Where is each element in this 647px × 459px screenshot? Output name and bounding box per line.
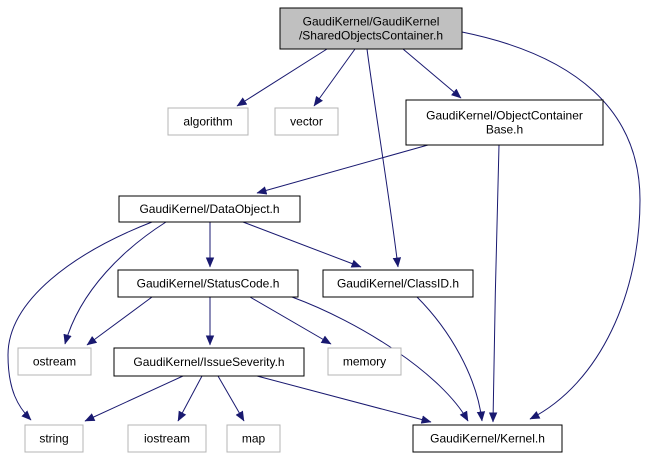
node-box: [327, 347, 402, 376]
edge-issueseverity-iostream: [177, 375, 203, 422]
node-label: memory: [343, 355, 386, 369]
node-dataobject[interactable]: GaudiKernel/DataObject.h: [118, 195, 301, 223]
node-box[interactable]: [412, 424, 563, 453]
node-issueseverity[interactable]: GaudiKernel/IssueSeverity.h: [113, 347, 305, 377]
node-label: map: [242, 432, 266, 446]
edges-layer: [7, 31, 641, 424]
edge-main-algorithm: [236, 48, 328, 107]
node-box[interactable]: [117, 269, 299, 298]
node-label: ostream: [33, 355, 76, 369]
node-label: Base.h: [486, 123, 523, 137]
node-classid[interactable]: GaudiKernel/ClassID.h: [322, 269, 474, 298]
node-label: string: [39, 432, 68, 446]
edge-statuscode-memory: [249, 296, 332, 345]
node-label: GaudiKernel/Kernel.h: [430, 432, 545, 446]
edge-objectcontainerbase-dataobject: [256, 144, 429, 195]
node-label: vector: [290, 115, 323, 129]
node-label: GaudiKernel/DataObject.h: [139, 202, 279, 216]
node-algorithm: algorithm: [167, 107, 249, 136]
edge-main-classid: [366, 48, 402, 268]
node-box: [274, 107, 339, 136]
nodes-layer: GaudiKernel/GaudiKernel/SharedObjectsCon…: [17, 7, 604, 453]
node-box: [127, 424, 207, 453]
edge-objectcontainerbase-kernel: [488, 144, 500, 423]
edge-issueseverity-map: [217, 375, 245, 422]
node-statuscode[interactable]: GaudiKernel/StatusCode.h: [117, 269, 299, 298]
node-label: iostream: [144, 432, 190, 446]
node-box[interactable]: [113, 347, 305, 377]
node-box[interactable]: [118, 195, 301, 223]
node-vector: vector: [274, 107, 339, 136]
node-ostream: ostream: [17, 347, 92, 376]
node-box[interactable]: [405, 99, 604, 146]
node-label: GaudiKernel/ObjectContainer: [426, 109, 583, 123]
edge-issueseverity-string: [84, 375, 184, 422]
node-main: GaudiKernel/GaudiKernel/SharedObjectsCon…: [279, 7, 463, 50]
edge-dataobject-ostream: [63, 221, 167, 345]
node-label: GaudiKernel/GaudiKernel: [303, 15, 440, 29]
node-map: map: [226, 424, 281, 453]
node-box: [24, 424, 84, 453]
node-iostream: iostream: [127, 424, 207, 453]
node-box: [17, 347, 92, 376]
node-label: GaudiKernel/StatusCode.h: [137, 277, 280, 291]
edge-dataobject-string: [7, 221, 153, 421]
edge-main-objectcontainerbase: [402, 48, 462, 99]
node-label: /SharedObjectsContainer.h: [299, 29, 443, 43]
edge-main-kernel: [461, 31, 641, 420]
edge-dataobject-classid: [242, 221, 362, 268]
node-box: [226, 424, 281, 453]
node-box[interactable]: [322, 269, 474, 298]
node-label: GaudiKernel/ClassID.h: [337, 277, 459, 291]
node-string: string: [24, 424, 84, 453]
edge-main-vector: [313, 48, 356, 107]
node-label: GaudiKernel/IssueSeverity.h: [133, 355, 284, 369]
node-box: [279, 7, 463, 50]
node-kernel[interactable]: GaudiKernel/Kernel.h: [412, 424, 563, 453]
edge-statuscode-ostream: [86, 296, 153, 346]
edge-classid-kernel: [416, 296, 486, 422]
node-box: [167, 107, 249, 136]
edge-issueseverity-kernel: [256, 375, 432, 424]
node-label: algorithm: [183, 115, 232, 129]
node-memory: memory: [327, 347, 402, 376]
